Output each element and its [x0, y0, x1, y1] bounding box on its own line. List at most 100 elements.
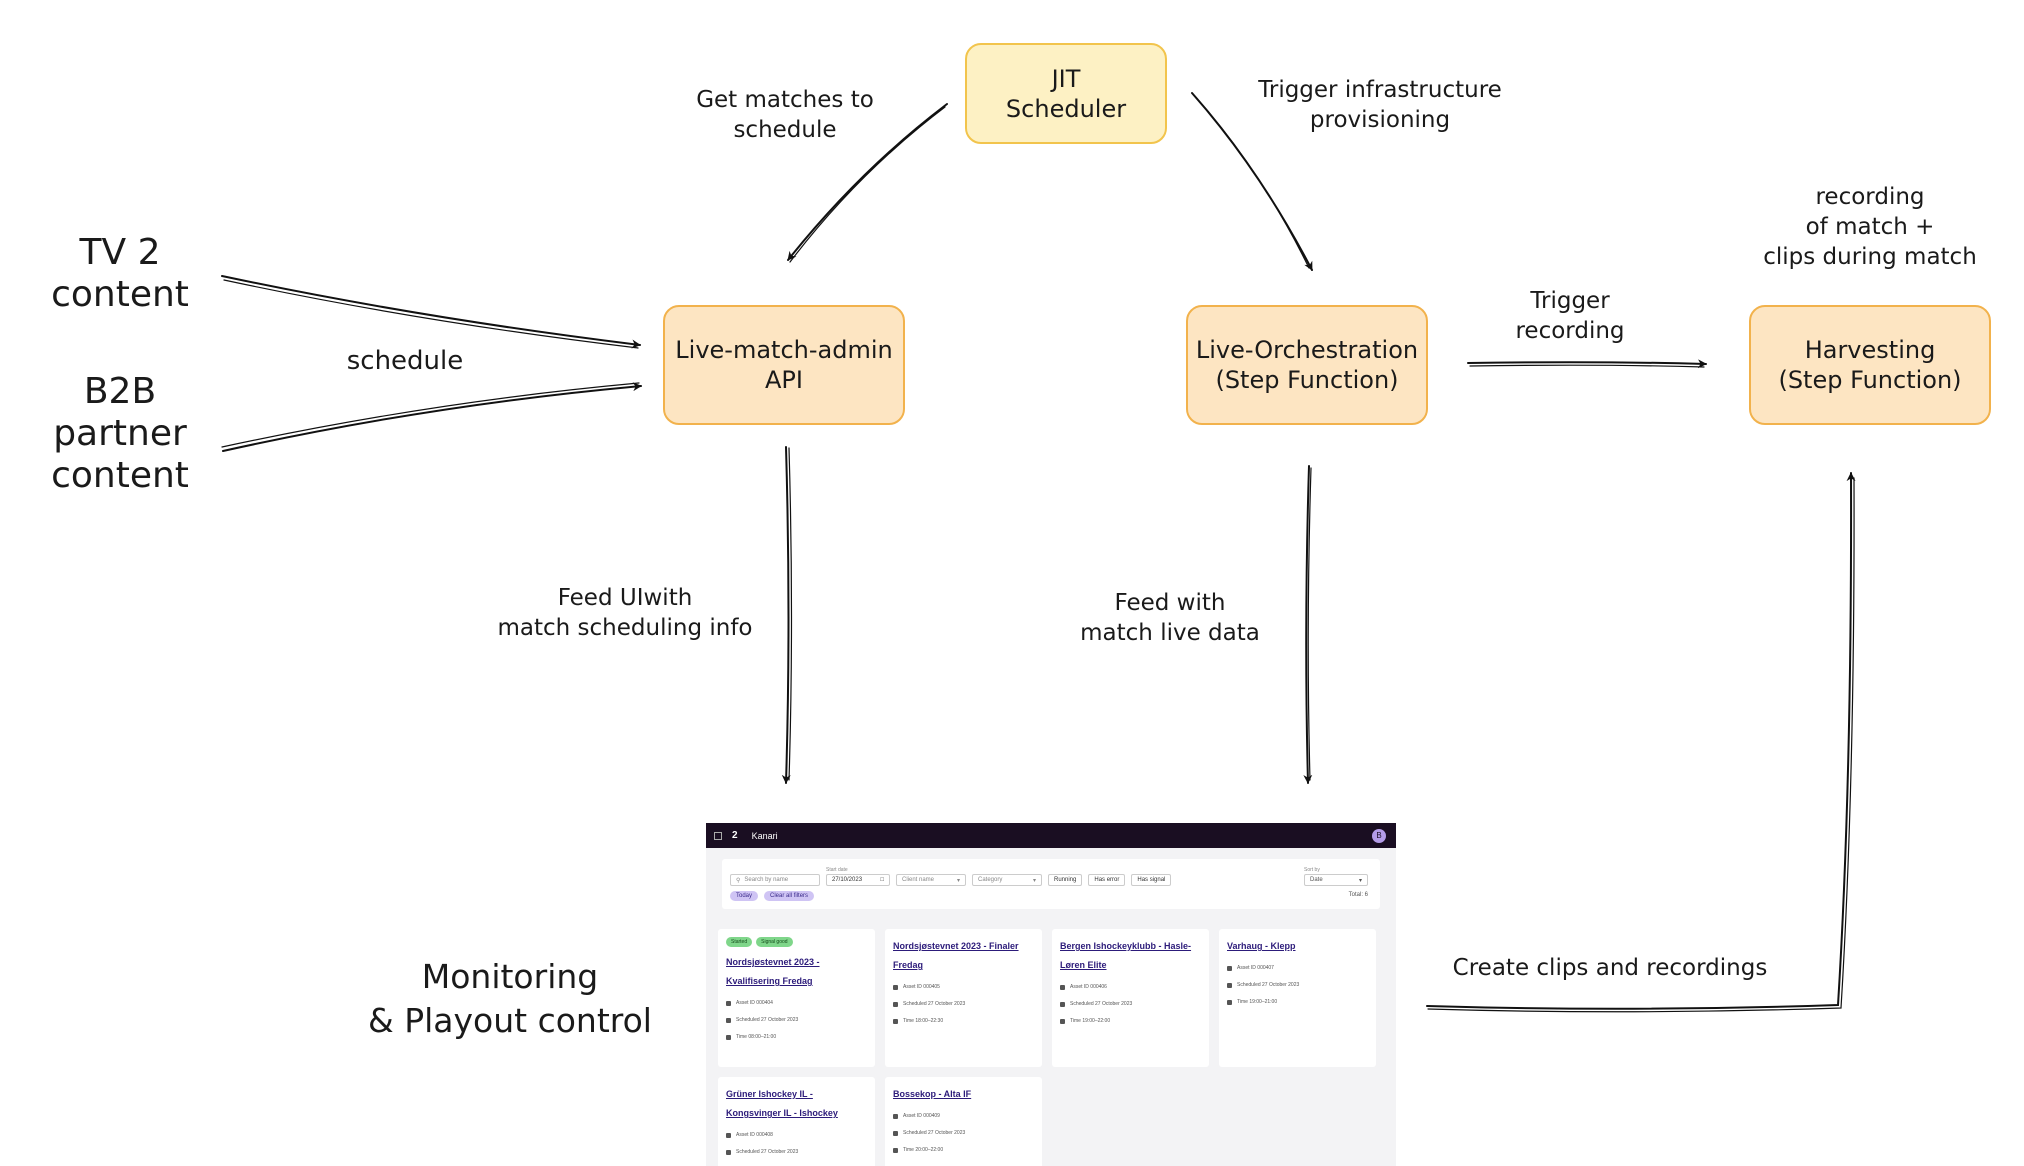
label-recording-of-match: recording of match + clips during match — [1740, 182, 2000, 272]
label-recording-line2: of match + — [1805, 214, 1935, 240]
match-meta: Asset ID 000404 — [726, 995, 867, 1012]
match-meta: Asset ID 000406 — [1060, 979, 1201, 996]
mon-logo: 2 — [732, 830, 738, 841]
match-meta: Scheduled 27 October 2023 — [726, 1144, 867, 1161]
node-live-match-admin-api: Live-match-admin API — [663, 305, 905, 425]
edge-b2b-schedule — [222, 382, 642, 452]
info-icon — [893, 985, 898, 990]
match-title-link[interactable]: Nordsjøstevnet 2023 - Kvalifisering Fred… — [726, 957, 820, 986]
match-meta: Scheduled 27 October 2023 — [893, 1125, 1034, 1142]
label-feed-ui-line2: match scheduling info — [497, 615, 753, 641]
label-schedule-text: schedule — [346, 346, 464, 376]
match-meta: Asset ID 000408 — [726, 1127, 867, 1144]
date-field[interactable]: 27/10/2023 □ — [826, 874, 890, 886]
match-meta-text: Scheduled 27 October 2023 — [736, 1017, 799, 1023]
node-live-orchestration: Live-Orchestration (Step Function) — [1186, 305, 1428, 425]
node-jit-line2: Scheduler — [1005, 94, 1127, 123]
match-title-link[interactable]: Bergen Ishockeyklubb - Hasle-Løren Elite — [1060, 941, 1192, 970]
toggle-has-signal[interactable]: Has signal — [1131, 874, 1172, 886]
label-feed-ui: Feed UIwith match scheduling info — [480, 583, 770, 643]
match-title-link[interactable]: Bossekop - Alta IF — [893, 1089, 972, 1099]
match-meta-text: Asset ID 000409 — [903, 1113, 940, 1119]
toggle-has-error[interactable]: Has error — [1088, 874, 1126, 886]
source-b2b-line1: B2B — [83, 371, 157, 412]
edge-feed-live — [1303, 465, 1313, 784]
chevron-down-icon: ▾ — [1032, 877, 1036, 884]
match-meta: Time 08:00–21:00 — [726, 1029, 867, 1046]
sort-select[interactable]: Date ▾ — [1304, 874, 1368, 886]
label-recording-line1: recording — [1815, 184, 1925, 210]
match-meta-text: Asset ID 000406 — [1070, 984, 1107, 990]
match-meta-text: Scheduled 27 October 2023 — [1237, 982, 1300, 988]
info-icon — [726, 1133, 731, 1138]
search-icon: ⚲ — [736, 877, 741, 884]
match-meta-text: Time 08:00–21:00 — [736, 1034, 777, 1040]
match-meta: Scheduled 27 October 2023 — [726, 1012, 867, 1029]
edge-get-matches — [787, 103, 948, 261]
match-card[interactable]: Bergen Ishockeyklubb - Hasle-Løren Elite… — [1052, 929, 1209, 1067]
source-tv2-line2: content — [51, 274, 189, 315]
label-get-matches: Get matches to schedule — [680, 85, 890, 145]
match-meta-text: Scheduled 27 October 2023 — [1070, 1001, 1133, 1007]
match-meta-text: Scheduled 27 October 2023 — [736, 1149, 799, 1155]
source-tv2: TV 2 content — [40, 232, 200, 316]
toggle-running[interactable]: Running — [1048, 874, 1083, 886]
info-icon — [1227, 983, 1232, 988]
calendar-icon: □ — [880, 877, 884, 883]
chevron-down-icon: ▾ — [1358, 877, 1362, 884]
label-feed-live-line1: Feed with — [1114, 590, 1226, 616]
chip-today[interactable]: Today — [730, 891, 759, 901]
label-trigger-rec-line1: Trigger — [1530, 288, 1610, 314]
mon-topbar: 2 Kanari B — [706, 823, 1396, 848]
node-jit-line1: JIT — [1051, 64, 1081, 93]
clock-icon — [893, 1148, 898, 1153]
sort-caption: Sort by — [1304, 867, 1320, 873]
match-title-link[interactable]: Nordsjøstevnet 2023 - Finaler Fredag — [893, 941, 1019, 970]
label-trigger-rec-line2: recording — [1515, 318, 1625, 344]
chevron-down-icon: ▾ — [956, 877, 960, 884]
match-meta: Scheduled 27 October 2023 — [1060, 996, 1201, 1013]
info-icon — [726, 1018, 731, 1023]
info-icon — [1060, 1002, 1065, 1007]
match-card[interactable]: Grüner Ishockey IL - Kongsvinger IL - Is… — [718, 1077, 875, 1166]
toggle-running-label: Running — [1054, 877, 1077, 883]
match-meta-text: Asset ID 000404 — [736, 1000, 773, 1006]
client-name-select[interactable]: Client name ▾ — [896, 874, 966, 886]
avatar[interactable]: B — [1372, 828, 1386, 843]
info-icon — [893, 1114, 898, 1119]
search-input[interactable]: ⚲ Search by name — [730, 874, 820, 886]
edge-tv2-schedule — [221, 275, 641, 349]
match-title-link[interactable]: Grüner Ishockey IL - Kongsvinger IL - Is… — [726, 1089, 838, 1118]
label-monitoring: Monitoring & Playout control — [340, 955, 680, 1043]
match-meta-text: Scheduled 27 October 2023 — [903, 1130, 966, 1136]
label-monitoring-line2: & Playout control — [368, 1001, 652, 1040]
toggle-has-error-label: Has error — [1094, 877, 1120, 883]
label-monitoring-line1: Monitoring — [421, 957, 599, 996]
date-value: 27/10/2023 — [832, 877, 863, 883]
match-title-link[interactable]: Varhaug - Klepp — [1227, 941, 1296, 951]
label-create-clips-text: Create clips and recordings — [1452, 955, 1768, 981]
match-meta: Time 18:00–22:30 — [893, 1013, 1034, 1030]
source-b2b: B2B partner content — [40, 371, 200, 497]
node-harvest-line1: Harvesting — [1804, 336, 1936, 364]
label-feed-live-line2: match live data — [1080, 620, 1260, 646]
match-meta: Asset ID 000409 — [893, 1108, 1034, 1125]
match-meta-text: Time 19:00–21:00 — [1237, 999, 1278, 1005]
chip-clear-all[interactable]: Clear all filters — [764, 891, 815, 901]
category-select[interactable]: Category ▾ — [972, 874, 1042, 886]
clock-icon — [726, 1035, 731, 1040]
label-create-clips: Create clips and recordings — [1440, 953, 1780, 983]
client-name-label: Client name — [902, 877, 935, 883]
node-orch-line2: (Step Function) — [1215, 366, 1399, 394]
match-meta: Asset ID 000405 — [893, 979, 1034, 996]
label-trigger-infra-line1: Trigger infrastructure — [1258, 77, 1502, 103]
node-admin-line2: API — [765, 366, 803, 394]
category-label: Category — [978, 877, 1003, 883]
label-feed-ui-line1: Feed UIwith — [557, 585, 693, 611]
